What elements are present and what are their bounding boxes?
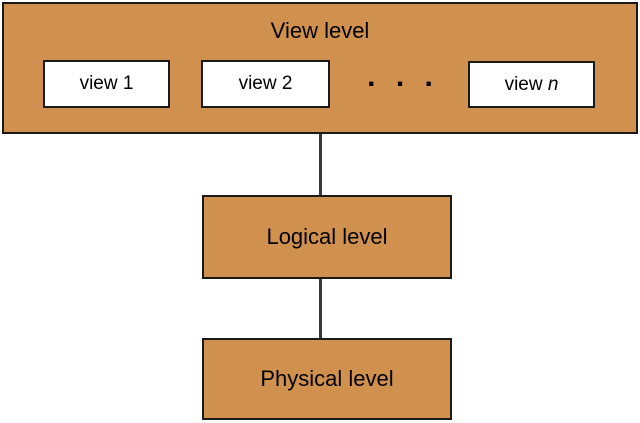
views-ellipsis: . . . bbox=[367, 60, 439, 93]
physical-level-label: Physical level bbox=[260, 366, 394, 391]
connector-logical-to-physical bbox=[319, 279, 322, 338]
view-n-box: view n bbox=[468, 61, 595, 108]
view-2-box: view 2 bbox=[201, 60, 330, 108]
view-1-label: view 1 bbox=[79, 73, 134, 94]
connector-view-to-logical bbox=[319, 134, 322, 195]
logical-level-box: Logical level bbox=[202, 195, 452, 279]
view-n-prefix: view bbox=[504, 73, 548, 95]
view-n-label: view n bbox=[505, 74, 559, 96]
view-2-label: view 2 bbox=[238, 73, 293, 94]
view-n-variable: n bbox=[547, 73, 559, 95]
view-level-title: View level bbox=[270, 18, 370, 43]
logical-level-label: Logical level bbox=[266, 224, 388, 249]
view-level-box: View level view 1 view 2 . . . view n bbox=[2, 2, 638, 134]
view-1-box: view 1 bbox=[43, 60, 170, 108]
physical-level-box: Physical level bbox=[202, 338, 452, 420]
